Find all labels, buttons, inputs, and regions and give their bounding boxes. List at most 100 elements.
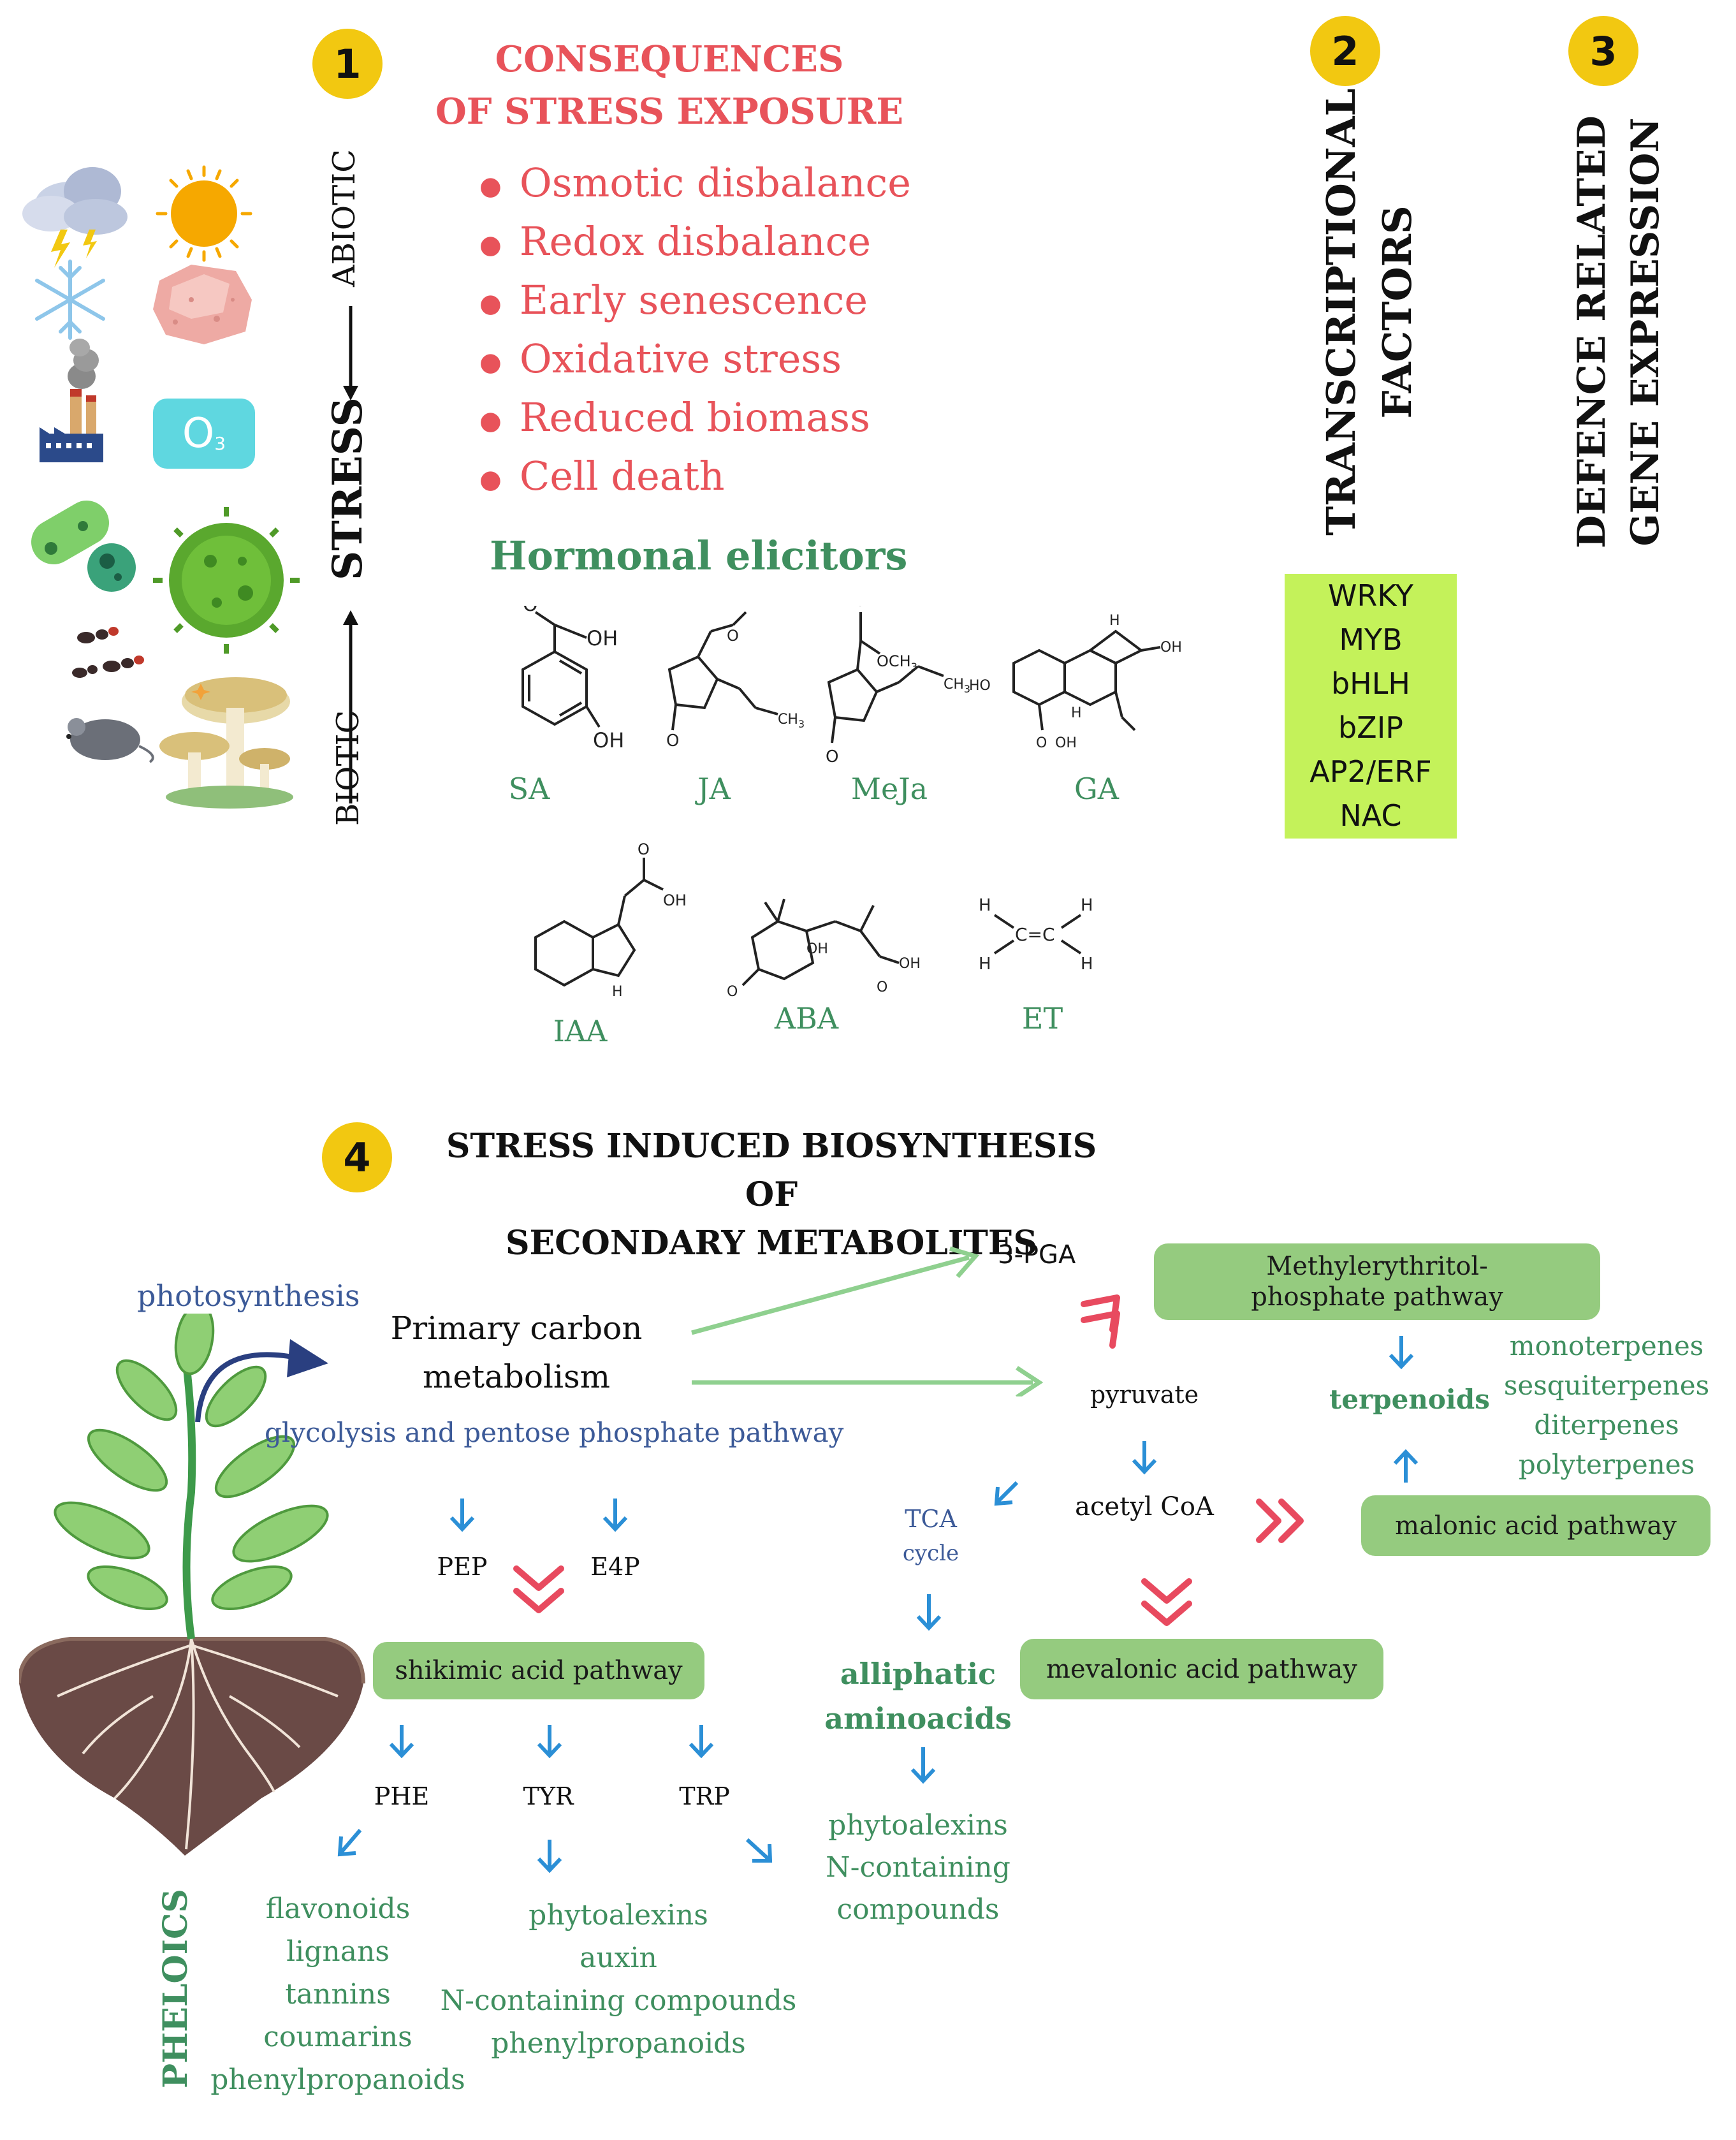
- sun-icon: [156, 165, 252, 262]
- list-item: auxin: [580, 1942, 657, 1974]
- abiotic-label: ABIOTIC: [326, 149, 362, 287]
- list-item: polyterpenes: [1518, 1449, 1695, 1480]
- svg-text:OH: OH: [663, 891, 687, 909]
- biosynthesis-title: STRESS INDUCED BIOSYNTHESIS OF SECONDARY…: [446, 1127, 1097, 1263]
- arrow-up-icon: [1393, 1449, 1419, 1483]
- arrow-down-icon: [910, 1747, 936, 1784]
- list-item: lignans: [286, 1935, 390, 1968]
- list-item: coumarins: [263, 2021, 412, 2053]
- chevron-up-right-icon: [1081, 1294, 1120, 1349]
- salicylic-acid-structure: O OH OH: [522, 606, 624, 752]
- tf-item: WRKY: [1327, 578, 1414, 613]
- hormone-label-et: ET: [1021, 1001, 1063, 1036]
- bacteria-icon: [31, 501, 136, 592]
- svg-text:O: O: [666, 731, 679, 751]
- mouse-icon: [66, 718, 154, 763]
- abscisic-acid-structure: O OH OH O: [727, 898, 921, 1000]
- svg-text:H: H: [612, 984, 623, 1000]
- consequence-item: ●Osmotic disbalance: [479, 159, 911, 206]
- aliphatic-aminoacids-label: alliphatic aminoacids: [824, 1657, 1012, 1736]
- consequence-item: ●Redox disbalance: [479, 218, 872, 265]
- arrow-down-icon: [537, 1840, 562, 1873]
- hormone-label-meja: MeJa: [850, 772, 928, 806]
- e4p-label: E4P: [590, 1553, 640, 1581]
- svg-text:H: H: [979, 955, 991, 974]
- mep-pathway: Methylerythritol- phosphate pathway: [1154, 1243, 1600, 1320]
- tf-item: bZIP: [1338, 710, 1404, 745]
- hormone-label-aba: ABA: [774, 1001, 839, 1036]
- photosynthesis-label: photosynthesis: [137, 1279, 360, 1313]
- chevron-down-icon: [1141, 1578, 1192, 1626]
- ozone-box: [153, 399, 255, 469]
- jasmonic-acid-structure: O OH O CH3: [666, 611, 805, 751]
- tf-item: AP2/ERF: [1309, 754, 1432, 789]
- shikimic-acid-pathway: shikimic acid pathway: [373, 1642, 704, 1699]
- tf-item: NAC: [1339, 798, 1402, 833]
- storm-cloud-icon: [22, 167, 128, 268]
- chevron-right-icon: [1256, 1499, 1304, 1543]
- plant-illustration: [19, 1314, 365, 1856]
- consequence-item: ●Early senescence: [479, 277, 868, 323]
- svg-text:O: O: [826, 747, 838, 766]
- svg-text:O: O: [523, 606, 538, 616]
- tyr-label: TYR: [523, 1782, 574, 1810]
- consequence-item: ●Cell death: [479, 453, 725, 499]
- svg-text:CH3: CH3: [778, 712, 805, 730]
- svg-text:H: H: [1071, 705, 1082, 721]
- arrow-down-icon: [537, 1725, 562, 1759]
- pyruvate-label: pyruvate: [1090, 1381, 1199, 1409]
- arrow-down-icon: [389, 1725, 414, 1759]
- stress-arrows: [343, 306, 358, 803]
- arrow-down-left-icon: [994, 1481, 1019, 1506]
- arrow-down-icon: [689, 1725, 714, 1759]
- stress-icons: [22, 165, 300, 809]
- svg-text:OH: OH: [806, 941, 828, 957]
- transcription-factors-box: WRKY MYB bHLH bZIP AP2/ERF NAC: [1285, 574, 1457, 839]
- terpenoids-label: terpenoids: [1329, 1384, 1490, 1415]
- defence-gene-expression-title: DEFENCE RELATED GENE EXPRESSION: [1570, 115, 1668, 548]
- svg-text:C=C: C=C: [1015, 924, 1055, 945]
- arrow-down-icon: [1132, 1441, 1157, 1475]
- svg-text:O: O: [727, 984, 738, 1000]
- plant-icon: [19, 1314, 365, 1856]
- hormone-label-sa: SA: [508, 772, 550, 806]
- pep-label: PEP: [437, 1553, 488, 1581]
- svg-text:H: H: [1081, 955, 1093, 974]
- salt-rock-icon: [153, 265, 252, 344]
- malonic-acid-pathway: malonic acid pathway: [1361, 1495, 1710, 1556]
- primary-carbon-metabolism: Primary carbon metabolism: [390, 1310, 643, 1395]
- svg-text:OCH3: OCH3: [877, 652, 917, 673]
- svg-text:O: O: [638, 840, 650, 858]
- arrow-down-icon: [602, 1499, 628, 1532]
- terpene-products-list: monoterpenes sesquiterpenes diterpenes p…: [1501, 1326, 1712, 1484]
- phenolic-products-list: flavonoids lignans tannins coumarins phe…: [210, 1887, 465, 2101]
- acetyl-coa-label: acetyl CoA: [1075, 1492, 1214, 1521]
- snowflake-icon: [35, 260, 105, 340]
- indole-acetic-acid-structure: O OH H: [534, 840, 687, 1000]
- list-item: diterpenes: [1534, 1409, 1679, 1440]
- gibberellic-acid-structure: HO OH O H H OH: [969, 613, 1182, 751]
- tf-item: MYB: [1339, 622, 1403, 657]
- badge-3: 3: [1568, 16, 1638, 86]
- tf-item: bHLH: [1331, 666, 1410, 701]
- list-item: phytoalexins: [828, 1809, 1008, 1842]
- glycolysis-label: glycolysis and pentose phosphate pathway: [265, 1417, 844, 1448]
- list-item: flavonoids: [265, 1893, 411, 1925]
- badge-4: 4: [322, 1122, 392, 1192]
- list-item: compounds: [836, 1893, 1000, 1926]
- virus-icon: [153, 507, 300, 654]
- consequence-item: ●Oxidative stress: [479, 335, 842, 382]
- mevalonic-acid-pathway: mevalonic acid pathway: [1020, 1639, 1383, 1699]
- list-item: N-containing compounds: [440, 1984, 797, 2017]
- aliphatic-products-list: phytoalexins N-containing compounds: [810, 1805, 1026, 1931]
- badge-1: 1: [312, 29, 383, 99]
- svg-text:H: H: [1109, 613, 1120, 629]
- svg-text:H: H: [1081, 896, 1093, 915]
- photosynthesis-arrow: [195, 1339, 328, 1423]
- pga-label: 3-PGA: [998, 1240, 1076, 1270]
- ethylene-structure: H H H H C=C: [979, 896, 1093, 974]
- svg-text:O: O: [1036, 735, 1047, 751]
- list-item: phytoalexins: [529, 1899, 708, 1931]
- svg-text:OH: OH: [587, 626, 618, 650]
- phe-label: PHE: [374, 1782, 430, 1810]
